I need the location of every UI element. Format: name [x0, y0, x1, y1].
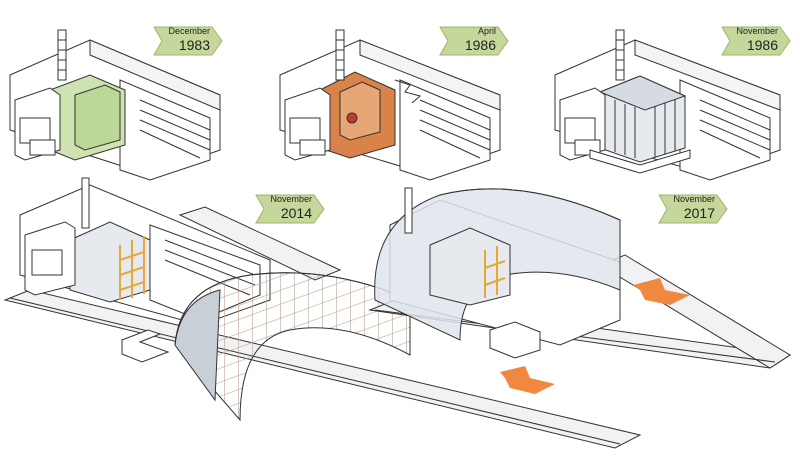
plant-1986-accident [279, 29, 501, 181]
foundation-slab [121, 329, 170, 363]
foundation-slab [489, 321, 541, 359]
date-tag-november-1986: November 1986 [718, 24, 792, 58]
plant-1983 [9, 29, 221, 181]
date-tag-2014: November 2014 [252, 192, 326, 226]
ventilation-stack [335, 29, 345, 81]
plant-2017-arch-completed [368, 187, 792, 369]
plant-2014-arch-construction [3, 177, 642, 449]
tag-year: 2014 [280, 205, 312, 221]
date-tag-april-1986: April 1986 [436, 24, 510, 58]
rail-track [3, 289, 642, 449]
tag-year: 1986 [464, 37, 496, 53]
date-tag-2017: November 2017 [655, 192, 729, 226]
arch-slide-arrow [633, 278, 690, 305]
tag-year: 1983 [178, 37, 210, 53]
tag-month: April [477, 26, 496, 36]
tag-year: 2017 [683, 205, 715, 221]
plant-1986-sarcophagus [554, 29, 781, 181]
tag-month: November [673, 194, 715, 204]
tag-year: 1986 [746, 37, 778, 53]
ventilation-stack [615, 29, 625, 81]
tag-month: November [270, 194, 312, 204]
tag-month: December [168, 26, 210, 36]
tag-month: November [736, 26, 778, 36]
arch-slide-arrow [500, 366, 555, 394]
date-tag-1983: December 1983 [150, 24, 224, 58]
ventilation-stack [57, 29, 67, 81]
